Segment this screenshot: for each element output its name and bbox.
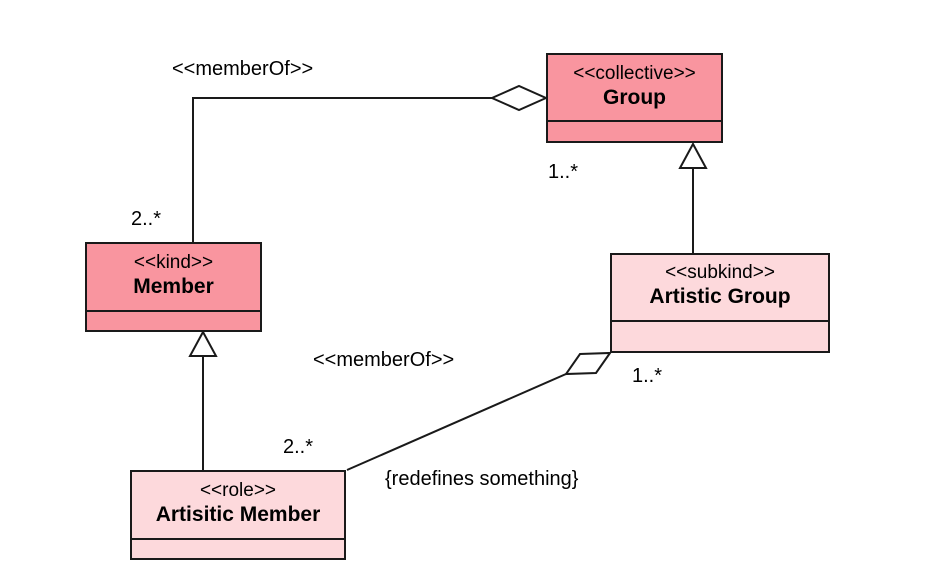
association-name-bottom: <<memberOf>> — [313, 349, 455, 371]
generalization-arrow-member — [188, 329, 218, 357]
memberof-association-line-top — [192, 97, 492, 242]
group-name: Group — [603, 86, 666, 109]
multiplicity-member-end: 2..* — [131, 208, 162, 230]
class-artistic-group[interactable]: <<subkind>> Artistic Group — [610, 253, 830, 353]
multiplicity-artistic-group-end: 1..* — [632, 365, 663, 387]
member-name: Member — [133, 275, 214, 298]
artisitic-member-name: Artisitic Member — [155, 503, 321, 526]
class-group[interactable]: <<collective>> Group — [546, 53, 723, 143]
aggregation-diamond-bottom — [564, 351, 612, 376]
artisitic-member-stereotype: <<role>> — [199, 480, 277, 501]
member-stereotype: <<kind>> — [133, 252, 214, 273]
multiplicity-artisitic-member-end: 2..* — [283, 436, 314, 458]
artistic-group-name: Artistic Group — [649, 285, 791, 308]
artistic-group-stereotype: <<subkind>> — [665, 262, 775, 283]
redefines-constraint: {redefines something} — [385, 468, 579, 490]
group-stereotype: <<collective>> — [573, 63, 696, 84]
memberof-association-line-bottom — [346, 373, 567, 471]
aggregation-diamond-top — [489, 84, 549, 112]
multiplicity-group-end: 1..* — [548, 161, 579, 183]
class-member[interactable]: <<kind>> Member — [85, 242, 262, 332]
association-name-top: <<memberOf>> — [172, 58, 314, 80]
generalization-arrow-group — [678, 141, 708, 169]
class-artisitic-member[interactable]: <<role>> Artisitic Member — [130, 470, 346, 560]
